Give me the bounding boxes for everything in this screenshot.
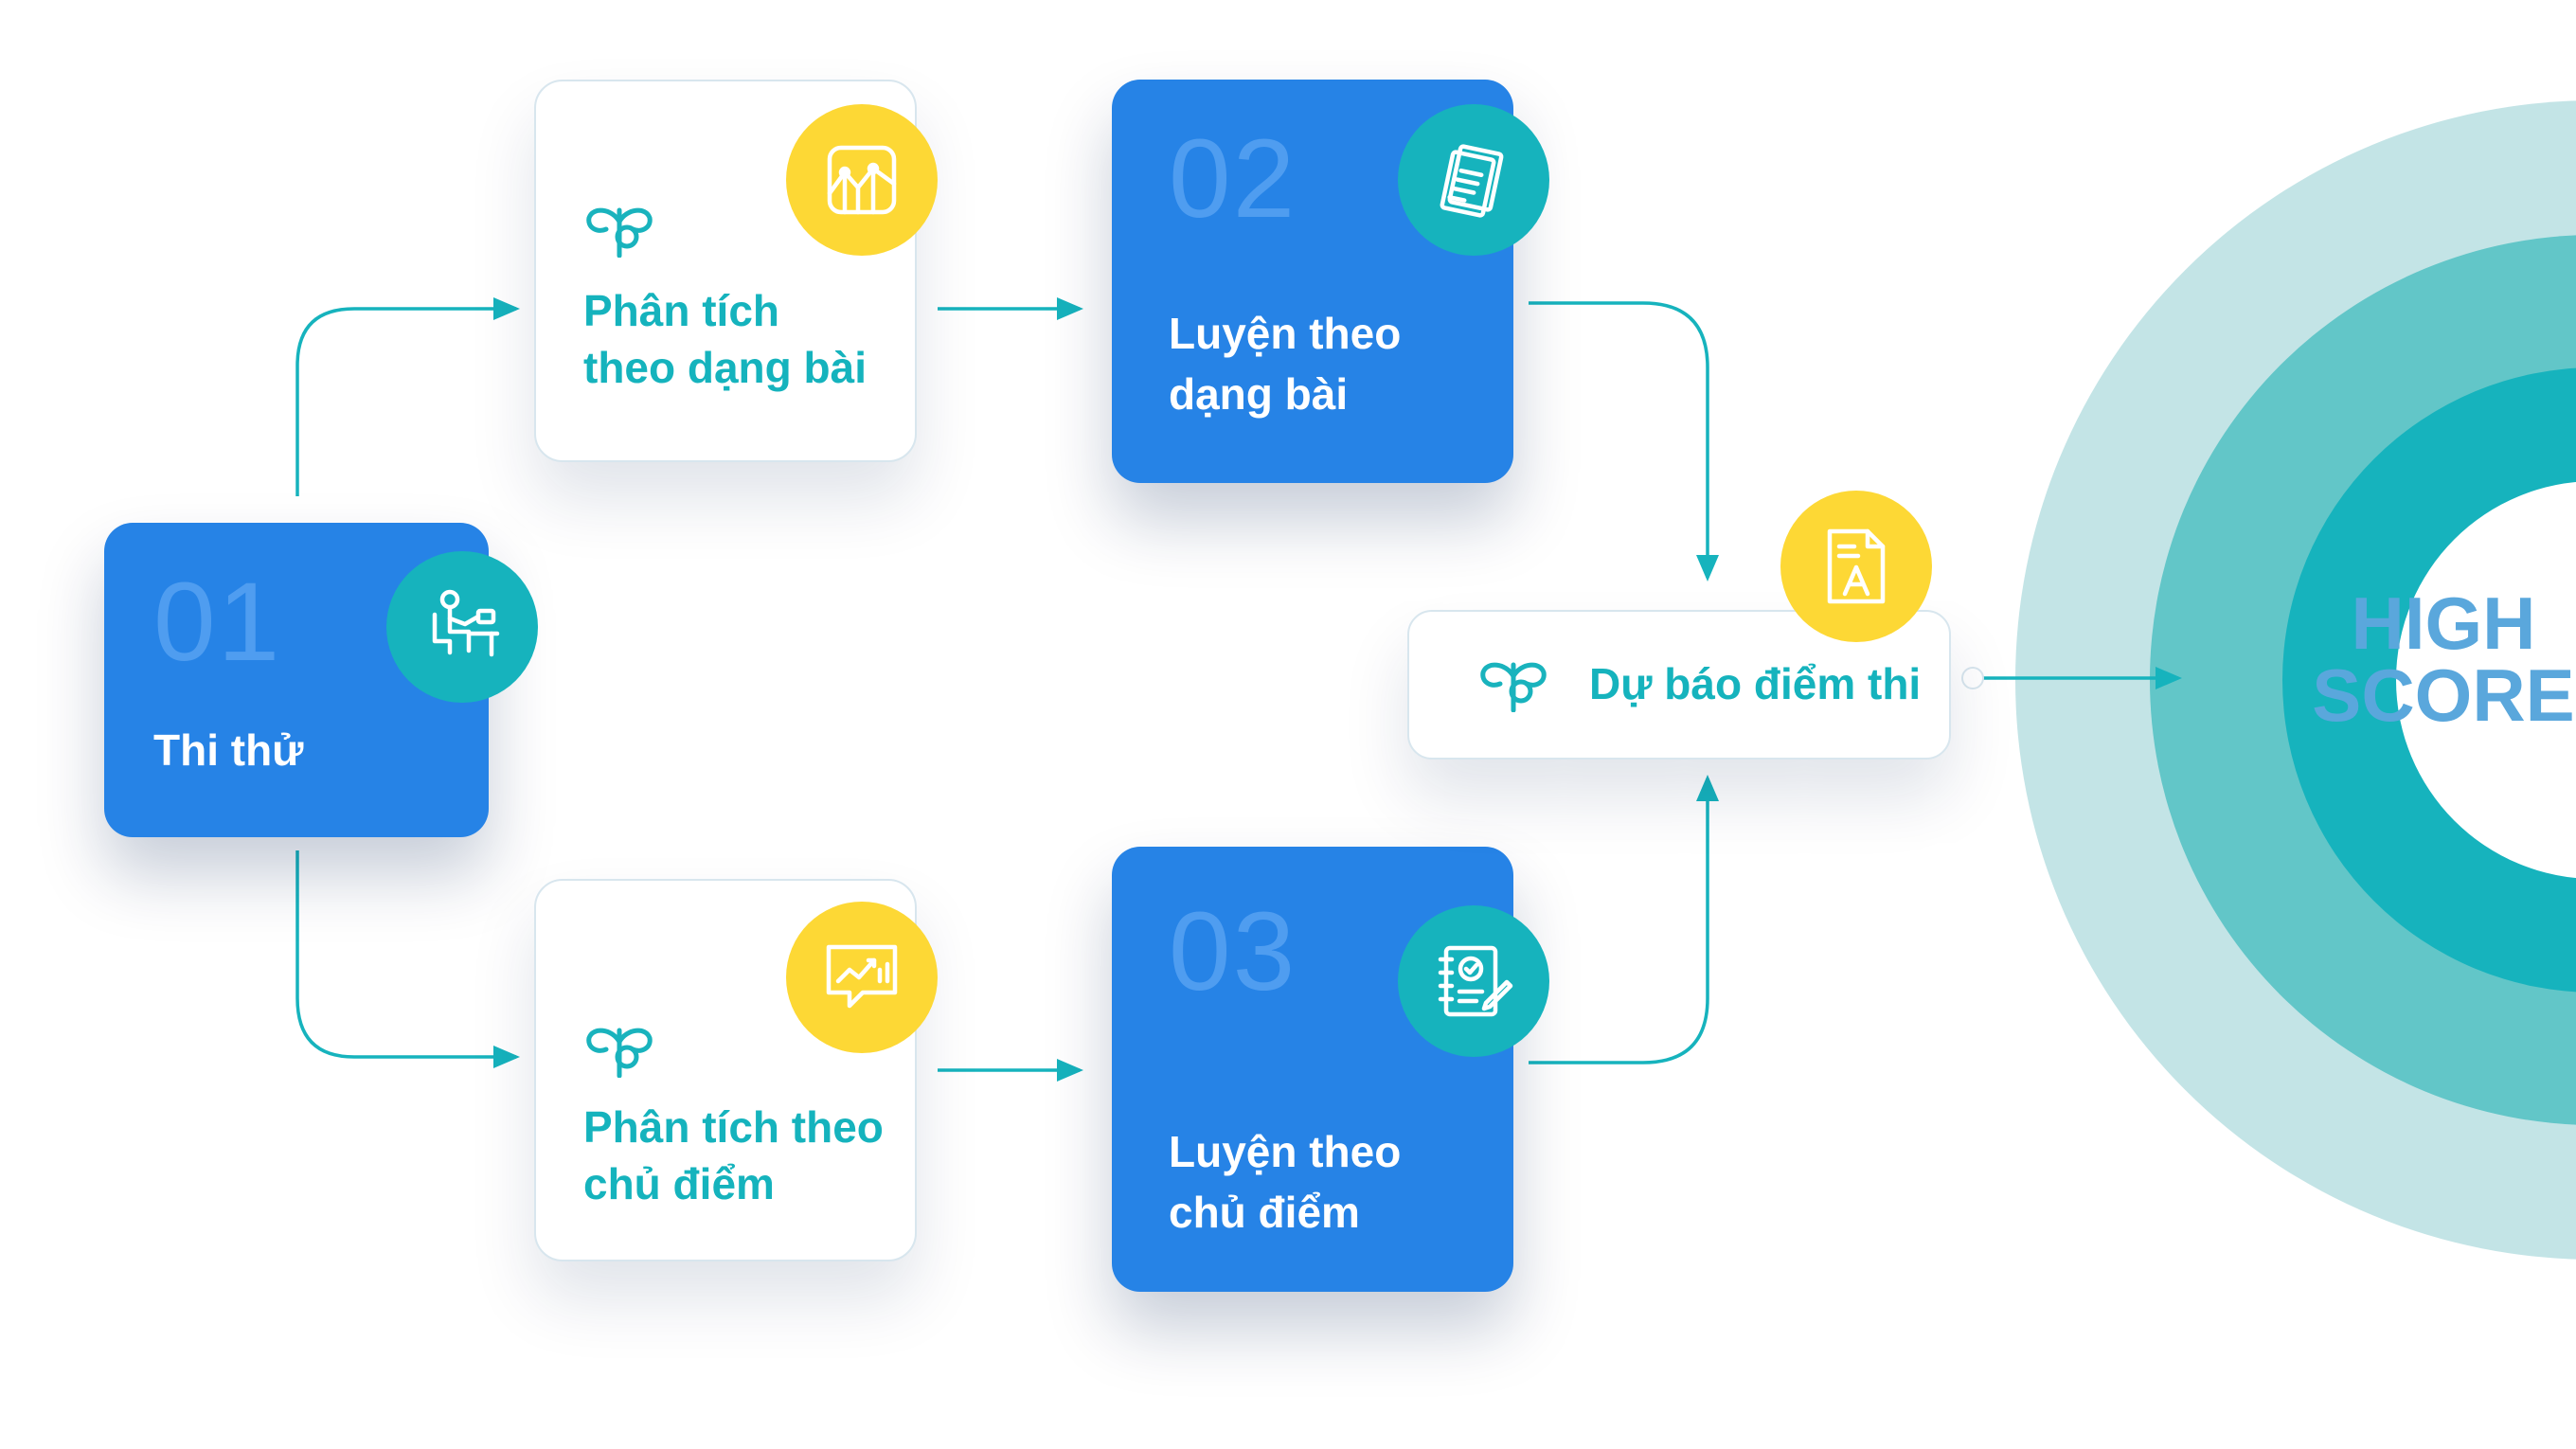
notebook-check-icon	[1398, 905, 1549, 1057]
high-score-label: HIGH SCORE	[2312, 581, 2575, 737]
analysis-by-type-card: Phân tích theo dạng bài	[534, 80, 917, 462]
student-desk-icon	[386, 551, 538, 703]
area-chart-icon	[786, 104, 938, 256]
connector-01-to-type-analysis	[295, 297, 520, 496]
document-grade-a-icon	[1780, 491, 1932, 642]
documents-icon	[1398, 104, 1549, 256]
step-03-card: 03 Luyện theo chủ điểm	[1112, 847, 1513, 1292]
connector-02-to-forecast	[1529, 301, 1719, 581]
step-label: Thi thử	[153, 725, 304, 775]
step-label: Luyện theo chủ điểm	[1169, 1127, 1402, 1237]
brand-logo-icon	[1480, 662, 1547, 712]
brand-logo-icon	[586, 1028, 653, 1078]
connector-01-to-topic-analysis	[295, 850, 520, 1068]
step-label: Luyện theo dạng bài	[1169, 309, 1402, 419]
score-forecast-label: Dự báo điểm thi	[1589, 659, 1922, 708]
analysis-by-topic-label: Phân tích theo chủ điểm	[583, 1102, 884, 1208]
chart-comment-icon	[786, 902, 938, 1053]
analysis-by-type-label: Phân tích theo dạng bài	[583, 286, 867, 392]
step-number: 01	[153, 560, 282, 685]
connector-03-to-forecast	[1529, 775, 1719, 1064]
step-number: 03	[1169, 889, 1297, 1014]
brand-logo-icon	[586, 207, 653, 258]
step-number: 02	[1169, 116, 1297, 242]
